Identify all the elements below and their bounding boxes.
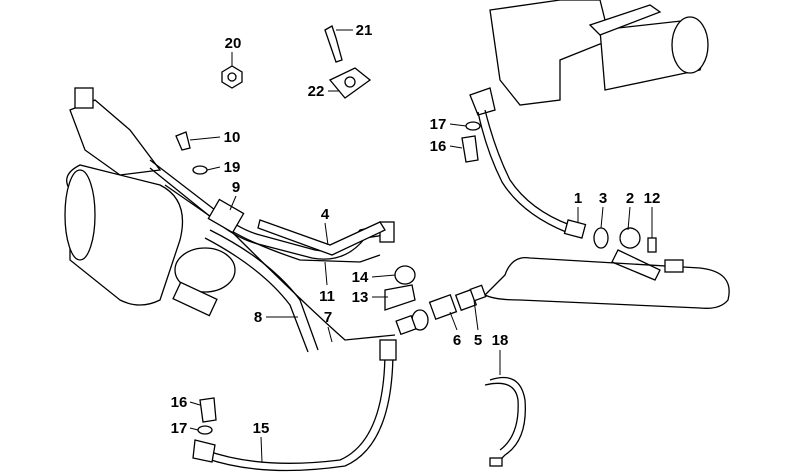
callout-1: 1 bbox=[574, 190, 582, 207]
callout-11: 11 bbox=[319, 288, 335, 305]
washer-17b bbox=[197, 425, 213, 435]
callout-5: 5 bbox=[474, 332, 482, 349]
callout-9: 9 bbox=[232, 179, 240, 196]
hose-fitting-1 bbox=[563, 219, 587, 239]
callout-7: 7 bbox=[324, 309, 332, 326]
grommet-3 bbox=[593, 227, 609, 249]
washer-17 bbox=[465, 121, 481, 131]
callout-3: 3 bbox=[599, 190, 607, 207]
screw-21 bbox=[324, 25, 343, 63]
callout-2: 2 bbox=[626, 190, 634, 207]
callout-18: 18 bbox=[492, 332, 509, 349]
callout-13: 13 bbox=[352, 289, 369, 306]
washer-19 bbox=[192, 165, 208, 175]
hose-8 bbox=[209, 229, 319, 351]
hose-4 bbox=[257, 219, 386, 256]
callout-12: 12 bbox=[644, 190, 661, 207]
screw-10 bbox=[175, 131, 191, 151]
clamp-9 bbox=[207, 198, 245, 234]
callout-14: 14 bbox=[352, 269, 369, 286]
slave-cylinder-assembly bbox=[64, 87, 236, 317]
cable-tie-18 bbox=[484, 376, 526, 466]
bracket-2 bbox=[611, 227, 661, 281]
hose-15 bbox=[204, 349, 386, 464]
callout-17-upper: 17 bbox=[430, 116, 447, 133]
callout-labels: 20 21 22 10 19 9 4 11 14 13 8 7 6 5 18 1… bbox=[171, 22, 661, 437]
callout-15: 15 bbox=[253, 420, 270, 437]
handlebar-master-cylinder bbox=[469, 0, 709, 116]
callout-21: 21 bbox=[356, 22, 373, 39]
callout-16-upper: 16 bbox=[430, 138, 447, 155]
callout-8: 8 bbox=[254, 309, 262, 326]
banjo-bolt-16 bbox=[461, 135, 479, 163]
upper-hose bbox=[484, 109, 571, 226]
bolt-12 bbox=[647, 237, 657, 253]
callout-17-lower: 17 bbox=[171, 420, 188, 437]
callout-4: 4 bbox=[321, 206, 330, 223]
pipe-fitting bbox=[664, 259, 684, 273]
grommet-14 bbox=[394, 265, 416, 285]
hose-15-fitting bbox=[379, 339, 397, 361]
right-pipe bbox=[484, 256, 730, 309]
callout-20: 20 bbox=[225, 35, 242, 52]
callout-22: 22 bbox=[308, 83, 325, 100]
banjo-bolt-16b bbox=[199, 397, 217, 423]
callout-16-lower: 16 bbox=[171, 394, 188, 411]
bracket-13 bbox=[384, 284, 416, 311]
callout-10: 10 bbox=[224, 129, 241, 146]
connector-6 bbox=[428, 293, 458, 321]
callout-19: 19 bbox=[224, 159, 241, 176]
callout-6: 6 bbox=[453, 332, 461, 349]
pipe-7 bbox=[224, 224, 396, 341]
